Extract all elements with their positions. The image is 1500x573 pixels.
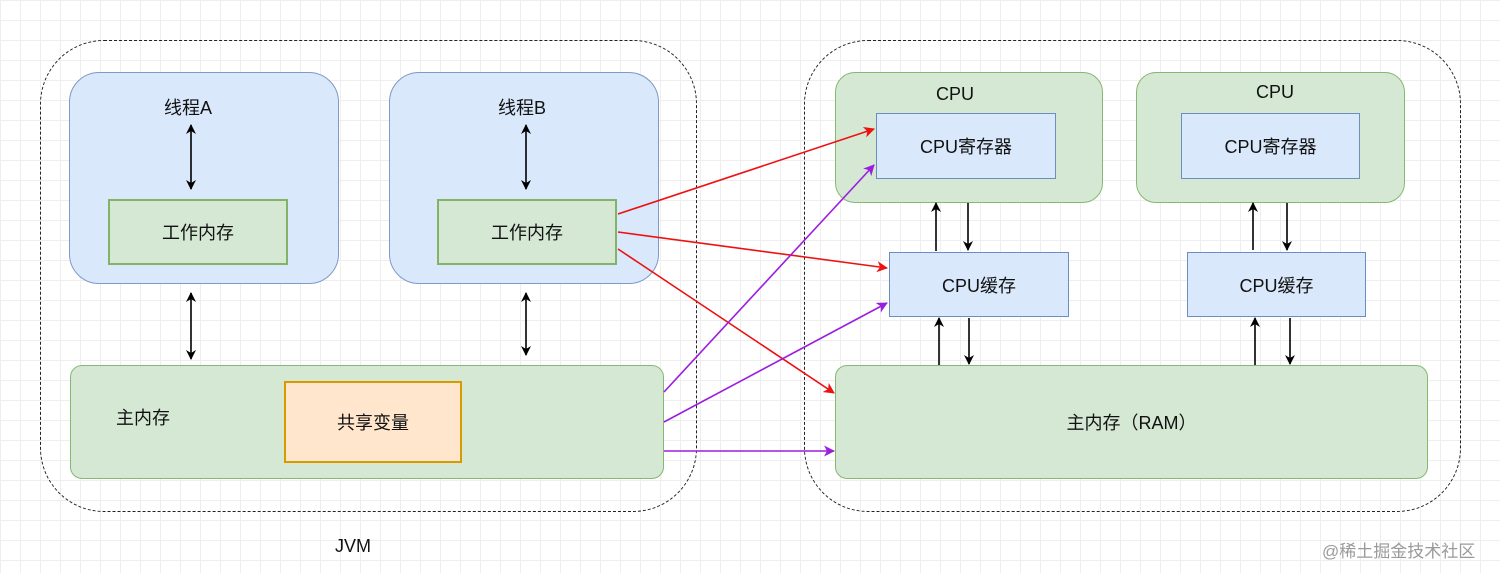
cpu-left-register: CPU寄存器 [876,113,1056,179]
shared-variable-label: 共享变量 [337,413,409,433]
cpu-right-register: CPU寄存器 [1181,113,1360,179]
work-memory-to-cache-red-arrow [617,231,888,273]
jvm-label: JVM [335,536,371,556]
jvm-group [40,40,697,512]
cpu-right-cache-label: CPU缓存 [1239,275,1314,296]
thread-b-work-memory-label: 工作内存 [491,223,563,243]
cpu-left-cache: CPU缓存 [889,252,1069,317]
cpu-right-register-label: CPU寄存器 [1224,137,1317,157]
thread-b-work-memory: 工作内存 [437,199,617,265]
work-memory-to-register-red-arrow [617,126,875,215]
thread-b-title: 线程B [498,98,547,118]
thread-a-work-memory: 工作内存 [108,199,288,265]
main-memory-to-cache-purple-arrow [663,302,888,423]
shared-variable: 共享变量 [284,381,462,463]
cpu-left-title: CPU [936,84,975,104]
watermark: @稀土掘金技术社区 [1322,542,1476,561]
main-memory-to-register-purple-arrow [663,164,875,393]
ram-label: 主内存（RAM） [1066,413,1197,433]
jvm-main-memory-title: 主内存 [116,408,170,428]
thread-a-title: 线程A [164,98,213,118]
cpu-right-title: CPU [1256,82,1295,102]
work-memory-to-ram-red-arrow [617,248,835,394]
cpu-left-register-label: CPU寄存器 [919,137,1012,157]
thread-a-work-memory-label: 工作内存 [162,223,234,243]
cpu-right-cache: CPU缓存 [1187,252,1366,317]
ram-box: 主内存（RAM） [835,365,1428,479]
hardware-group [804,40,1461,512]
cpu-left-cache-label: CPU缓存 [941,275,1016,296]
